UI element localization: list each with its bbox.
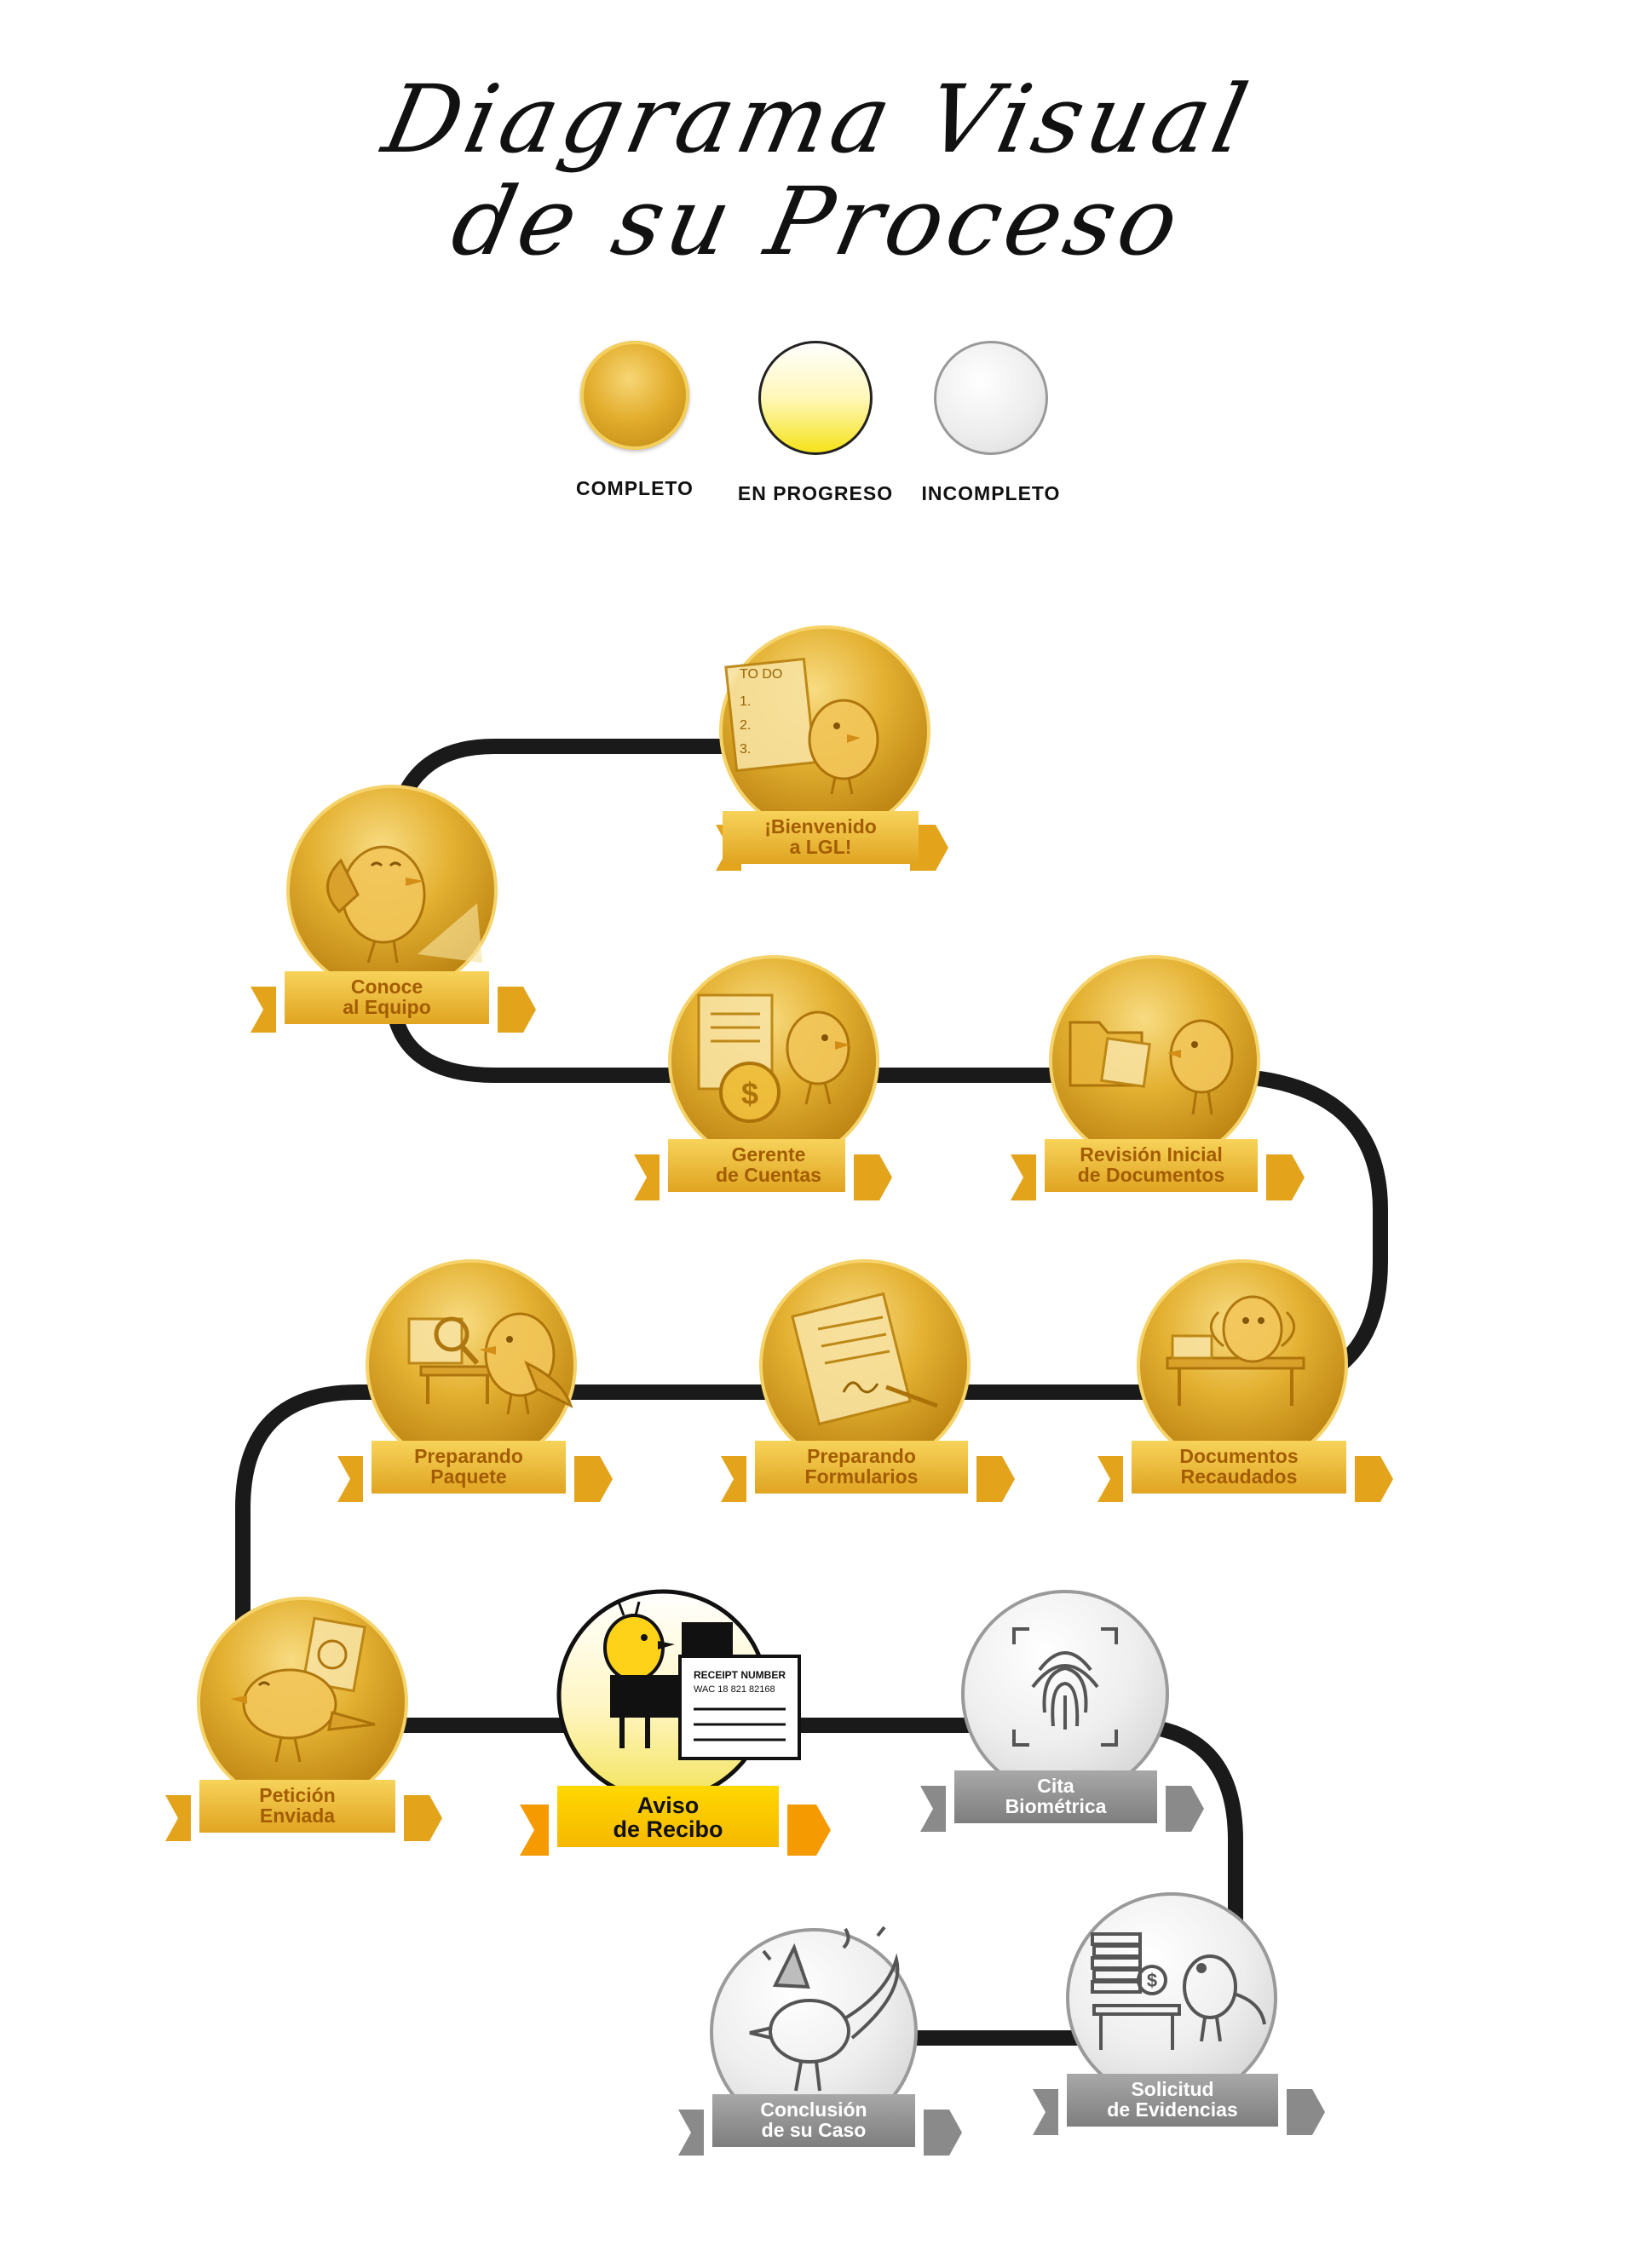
step-node-bienvenido: TO DO 1. 2. 3. ¡Bienvenido a LGL! bbox=[716, 625, 948, 871]
step-node-gerente-cuentas: $ Gerente de Cuentas bbox=[634, 955, 892, 1200]
ribbon-revision-inicial bbox=[1011, 1139, 1305, 1200]
ribbon-bienvenido bbox=[716, 811, 948, 871]
receipt-bird-icon: RECEIPT NUMBER WAC 18 821 82168 bbox=[603, 1601, 801, 1760]
magnifier-bird-icon bbox=[407, 1312, 573, 1415]
step-label-3-line1: Gerente bbox=[732, 1143, 806, 1166]
ribbon-gerente-cuentas bbox=[634, 1139, 892, 1200]
svg-text:1.: 1. bbox=[740, 694, 751, 709]
step-node-preparando-paquete: Preparando Paquete bbox=[337, 1259, 613, 1502]
ribbon-preparando-formularios bbox=[721, 1441, 1015, 1502]
todo-list-bird-icon: TO DO 1. 2. 3. bbox=[724, 657, 879, 795]
svg-text:2.: 2. bbox=[740, 718, 751, 733]
step-label-4-line2: de Documentos bbox=[1078, 1164, 1225, 1186]
ribbon-cita-biometrica bbox=[920, 1770, 1204, 1832]
legend-item-in-progress: EN PROGRESO bbox=[705, 341, 926, 505]
step-node-peticion-enviada: Petición Enviada bbox=[165, 1597, 442, 1841]
ribbon-peticion-enviada bbox=[165, 1780, 442, 1841]
ribbon-solicitud-evidencias bbox=[1033, 2074, 1325, 2135]
step-label-2-line2: al Equipo bbox=[343, 996, 431, 1018]
coin-symbol: $ bbox=[1147, 1970, 1157, 1991]
ribbon-conclusion-caso bbox=[678, 2094, 962, 2156]
legend-item-complete: COMPLETO bbox=[524, 341, 746, 500]
document-coin-bird-icon: $ bbox=[697, 993, 850, 1123]
step-label-1-line1: ¡Bienvenido bbox=[764, 815, 877, 838]
folder-bird-icon bbox=[1069, 1019, 1234, 1115]
ribbon-aviso-recibo bbox=[520, 1786, 831, 1856]
step-node-conoce-equipo: Conoce al Equipo bbox=[251, 785, 536, 1033]
step-node-preparando-formularios: Preparando Formularios bbox=[721, 1259, 1015, 1502]
ribbon-preparando-paquete bbox=[337, 1441, 613, 1502]
step-label-12-line2: de su Caso bbox=[762, 2119, 867, 2141]
fingerprint-icon bbox=[1012, 1627, 1118, 1747]
incomplete-swatch bbox=[934, 341, 1048, 455]
waving-bird-icon bbox=[326, 845, 482, 964]
signed-form-icon bbox=[791, 1292, 938, 1426]
step-label-8-line2: Enviada bbox=[260, 1805, 335, 1827]
step-node-aviso-recibo: RECEIPT NUMBER WAC 18 821 82168 Aviso de… bbox=[520, 1589, 831, 1856]
step-label-7-line1: Preparando bbox=[414, 1445, 523, 1467]
step-node-solicitud-evidencias: $ Solicitud de Evidencias bbox=[1033, 1892, 1325, 2135]
ribbon-conoce-equipo bbox=[251, 971, 536, 1033]
receipt-number: WAC 18 821 82168 bbox=[694, 1684, 775, 1695]
step-label-2-line1: Conoce bbox=[351, 976, 423, 998]
step-node-documentos-recaudados: Documentos Recaudados bbox=[1097, 1259, 1393, 1502]
step-label-3-line2: de Cuentas bbox=[716, 1164, 821, 1186]
legend-label-incomplete: INCOMPLETO bbox=[921, 482, 1061, 504]
step-label-12-line1: Conclusión bbox=[760, 2098, 867, 2121]
legend-item-incomplete: INCOMPLETO bbox=[880, 341, 1102, 505]
evidence-bird-icon bbox=[1091, 1932, 1266, 2050]
step-label-4-line1: Revisión Inicial bbox=[1080, 1143, 1222, 1166]
mail-bird-icon bbox=[230, 1616, 376, 1763]
in-progress-swatch bbox=[758, 341, 873, 455]
step-label-8-line1: Petición bbox=[259, 1784, 335, 1806]
step-label-9-line1: Aviso bbox=[637, 1793, 700, 1818]
step-node-cita-biometrica: Cita Biométrica bbox=[920, 1590, 1204, 1832]
ribbon-documentos-recaudados bbox=[1097, 1441, 1393, 1502]
step-label-5-line1: Documentos bbox=[1179, 1445, 1298, 1467]
step-label-9-line2: de Recibo bbox=[613, 1816, 723, 1842]
step-label-5-line2: Recaudados bbox=[1181, 1465, 1298, 1488]
step-label-11-line2: de Evidencias bbox=[1107, 2098, 1237, 2121]
complete-swatch bbox=[580, 341, 689, 450]
svg-text:$: $ bbox=[741, 1076, 758, 1111]
legend-label-complete: COMPLETO bbox=[576, 477, 694, 499]
step-label-10-line2: Biométrica bbox=[1005, 1795, 1107, 1817]
step-label-11-line1: Solicitud bbox=[1131, 2078, 1213, 2100]
svg-text:TO DO: TO DO bbox=[740, 667, 782, 682]
desk-bird-icon bbox=[1166, 1295, 1305, 1406]
step-label-6-line2: Formularios bbox=[805, 1465, 919, 1488]
legend-label-in-progress: EN PROGRESO bbox=[737, 482, 894, 504]
step-label-1-line2: a LGL! bbox=[790, 836, 852, 858]
step-node-conclusion-caso: Conclusión de su Caso bbox=[678, 1925, 962, 2156]
step-label-6-line1: Preparando bbox=[807, 1445, 916, 1467]
receipt-title: RECEIPT NUMBER bbox=[694, 1669, 786, 1681]
step-label-7-line2: Paquete bbox=[430, 1465, 506, 1488]
svg-text:3.: 3. bbox=[740, 742, 751, 757]
step-label-10-line1: Cita bbox=[1037, 1775, 1074, 1797]
step-node-revision-inicial: Revisión Inicial de Documentos bbox=[1011, 955, 1305, 1200]
party-bird-icon bbox=[749, 1925, 900, 2092]
